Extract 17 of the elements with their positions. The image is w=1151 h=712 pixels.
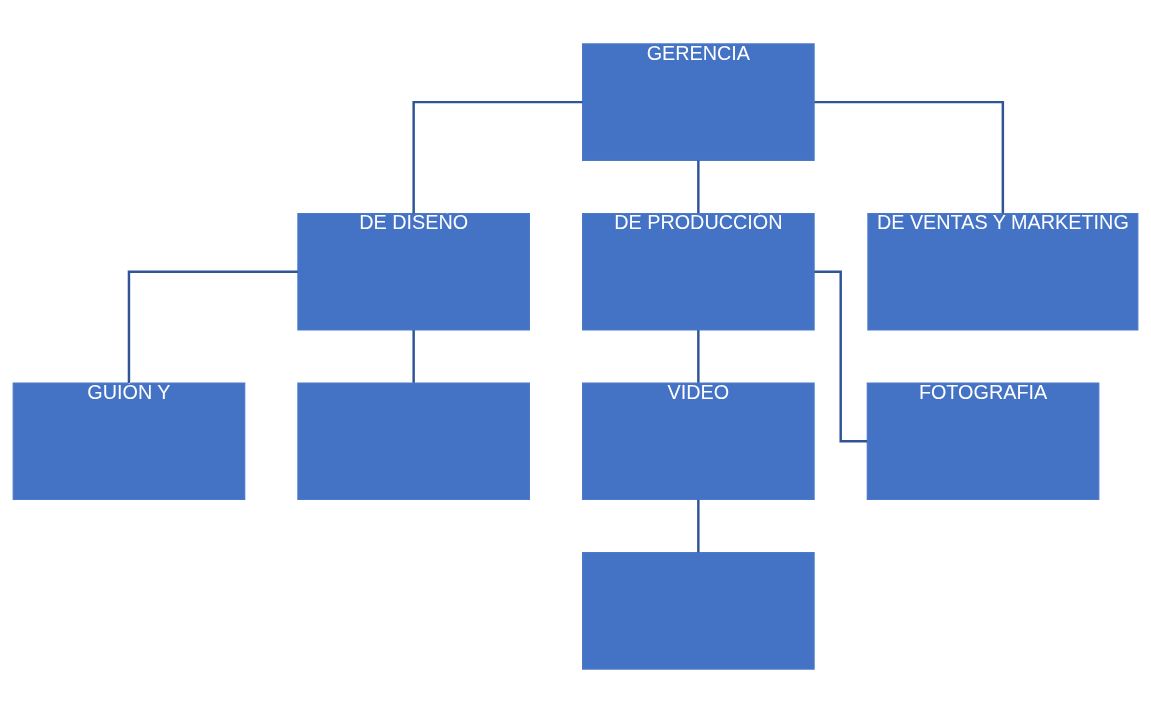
- connector: [412, 329, 415, 383]
- connector: [697, 160, 700, 213]
- node-box: DE VENTAS Y MARKETING: [867, 212, 1139, 330]
- connector: [127, 269, 298, 383]
- connector: [697, 329, 700, 383]
- node-box: [582, 551, 815, 670]
- connector: [814, 100, 1005, 213]
- node-box: GUIÓN Y: [12, 382, 246, 500]
- node-box: GERENCIA: [582, 42, 815, 161]
- connector: [697, 499, 700, 552]
- node-box: DE DISEÑO: [297, 212, 530, 330]
- node-box: DE PRODUCCIÓN: [582, 212, 815, 330]
- node-box: FOTOGRAFIA: [866, 382, 1100, 500]
- connector: [412, 100, 583, 213]
- node-box: VIDEO: [582, 382, 815, 500]
- node-box: [297, 382, 530, 500]
- connector: [814, 269, 868, 443]
